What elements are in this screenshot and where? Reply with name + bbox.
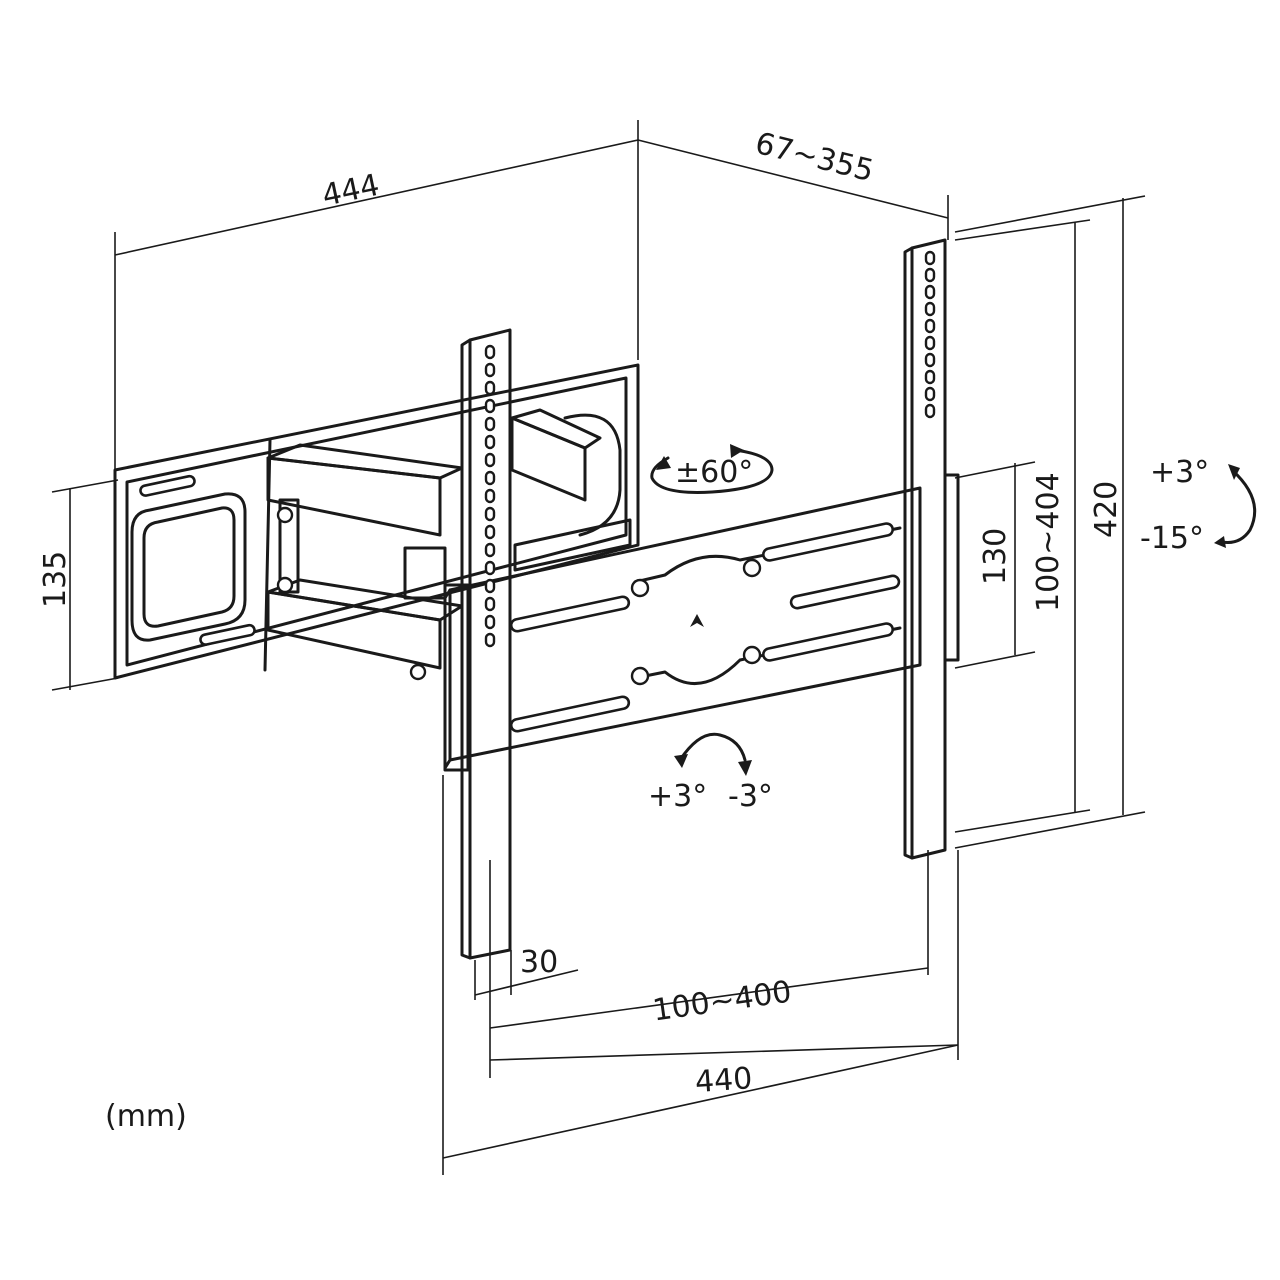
rail-hole [484,488,496,504]
left-vertical-rail [443,328,512,960]
label-bracket-height: 420 [1089,481,1124,538]
label-depth-range: 67~355 [752,126,877,189]
dimension-labels: 444 67~355 135 ±60° +3° -15° 130 100~404… [38,126,1209,1134]
rail-hole [484,578,496,594]
rail-hole [484,632,496,648]
rail-hole [484,344,496,360]
rail-hole [924,267,936,283]
rail-hole [924,386,936,402]
rail-hole [484,398,496,414]
rail-hole [484,362,496,378]
rail-hole [484,470,496,486]
rail-hole [484,434,496,450]
dimension-lines [51,120,1146,1175]
rail-hole [484,524,496,540]
rail-hole [924,284,936,300]
rail-hole [924,352,936,368]
rail-hole [924,403,936,419]
label-tilt-down: -15° [1140,521,1204,556]
rail-hole [924,250,936,266]
rail-hole [924,301,936,317]
rail-hole [484,596,496,612]
label-wall-plate-height: 135 [38,551,73,608]
rail-hole [484,614,496,630]
rail-hole [484,560,496,576]
rail-hole [924,335,936,351]
horizontal-mounting-plate [443,486,922,770]
label-rail-width: 30 [520,945,558,980]
rail-hole [924,369,936,385]
rail-hole [484,542,496,558]
rotation-arrows [650,444,1257,776]
right-vertical-rail [903,238,960,860]
label-horizontal-pattern: 100~400 [651,974,794,1028]
label-vertical-pattern: 100~404 [1031,472,1066,612]
rail-holes [484,250,936,648]
label-bracket-width: 440 [694,1061,754,1100]
rail-hole [484,506,496,522]
rail-hole [484,380,496,396]
label-arm-width: 444 [319,168,382,214]
rail-hole [484,416,496,432]
label-rotate-left: +3° [648,779,707,814]
label-plate-height: 130 [978,528,1013,585]
label-swivel: ±60° [675,455,753,490]
label-tilt-up: +3° [1150,455,1209,490]
label-unit-note: (mm) [105,1099,187,1134]
rail-hole [484,452,496,468]
label-rotate-right: -3° [728,779,773,814]
rail-hole [924,318,936,334]
